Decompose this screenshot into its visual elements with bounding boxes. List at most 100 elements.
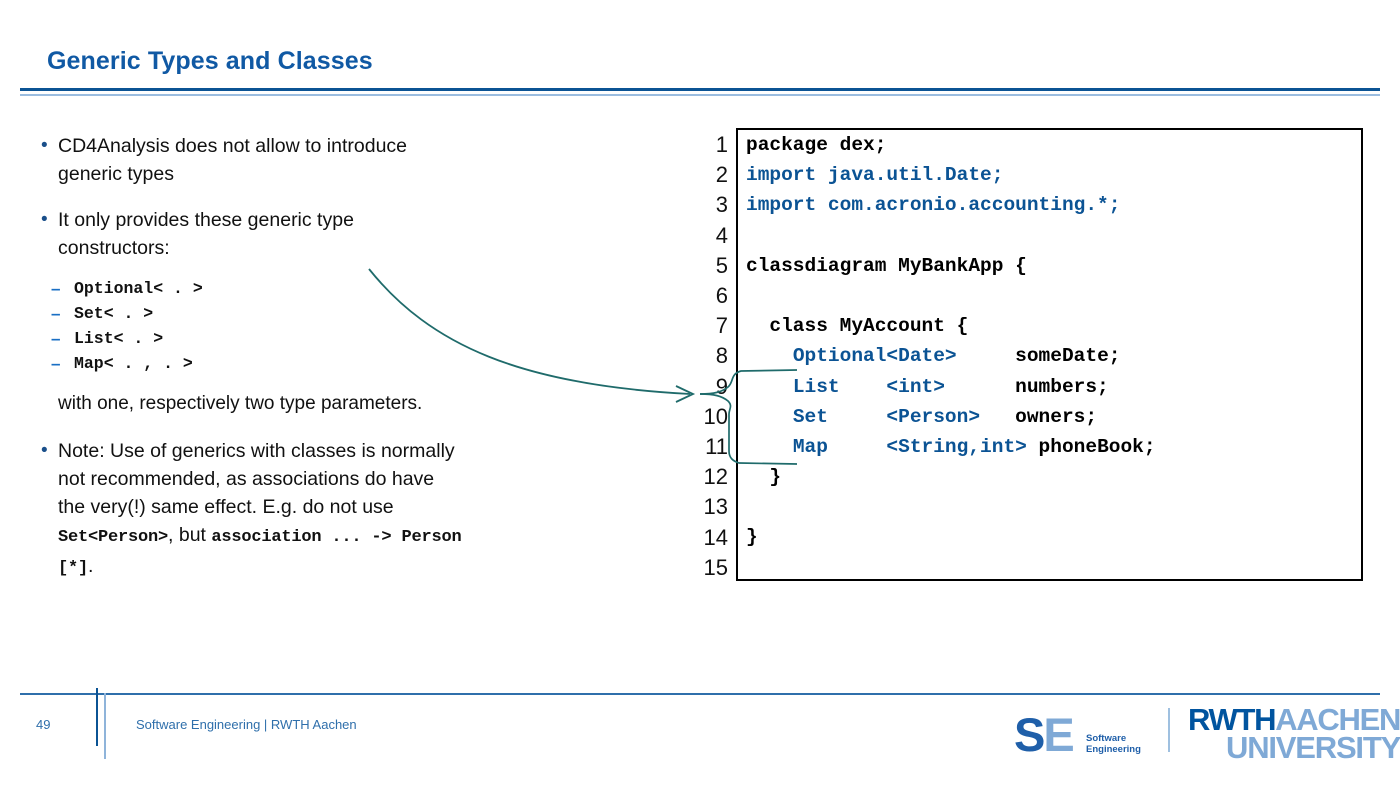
bullet-item-3: • Note: Use of generics with classes is …: [34, 437, 464, 583]
code-line: classdiagram MyBankApp {: [746, 251, 1156, 281]
subitem-code: List< . >: [74, 329, 164, 348]
list-item: – Set< . >: [34, 301, 464, 326]
bullet-3-part1: Note: Use of generics with classes is no…: [58, 440, 455, 518]
se-logo-word-software: Software: [1086, 733, 1127, 744]
rwth-logo-line1: RWTHAACHEN: [1188, 704, 1400, 735]
code-line-number: 9: [715, 373, 728, 399]
code-segment: [746, 436, 793, 458]
subitem-code: Optional< . >: [74, 279, 203, 298]
se-logo-word-engineering: Engineering: [1086, 744, 1141, 755]
list-item: – List< . >: [34, 326, 464, 351]
code-segment: classdiagram MyBankApp {: [746, 254, 1027, 277]
bullet-1-text: CD4Analysis does not allow to introduce …: [58, 135, 408, 185]
bullet-3-part2: , but: [168, 524, 212, 546]
code-line: import java.util.Date;: [746, 160, 1156, 190]
bullet-item-1: • CD4Analysis does not allow to introduc…: [34, 132, 464, 188]
code-segment: [746, 345, 793, 367]
code-segment: phoneBook;: [1026, 435, 1156, 458]
code-segment: }: [746, 466, 782, 489]
code-line-number: 3: [715, 192, 728, 218]
bullet-3-code2: association ... -> Person [*]: [58, 528, 462, 578]
footer-vertical-line-light: [104, 693, 106, 759]
bullet-item-2: • It only provides these generic type co…: [34, 206, 464, 262]
bullet-3-code1: Set<Person>: [58, 528, 169, 547]
rwth-logo: RWTHAACHEN UNIVERSITY: [1188, 704, 1400, 765]
se-logo-e: E: [1043, 708, 1074, 761]
code-line-number: 6: [715, 283, 728, 309]
page-title: Generic Types and Classes: [47, 47, 373, 75]
code-segment: }: [746, 526, 758, 549]
code-line: [746, 553, 1156, 583]
code-line: [746, 492, 1156, 522]
se-logo-mark: SE: [1014, 708, 1075, 761]
se-logo-words: Software Engineering: [1086, 733, 1141, 755]
code-line-number: 13: [703, 494, 728, 520]
title-divider-dark: [20, 88, 1380, 91]
code-segment: class MyAccount {: [746, 315, 969, 338]
code-segment: [746, 406, 793, 428]
code-segment: owners;: [980, 405, 1098, 428]
dash-marker-icon: –: [51, 279, 61, 298]
code-line-number: 4: [715, 222, 728, 248]
code-line: import com.acronio.accounting.*;: [746, 190, 1156, 220]
dash-marker-icon: –: [51, 354, 61, 373]
code-line: package dex;: [746, 130, 1156, 160]
footer-divider: [20, 693, 1380, 695]
content-column-left: • CD4Analysis does not allow to introduc…: [34, 132, 464, 583]
code-line-number: 14: [703, 524, 728, 550]
code-line: Optional<Date> someDate;: [746, 341, 1156, 371]
code-segment: import com.acronio.accounting.*;: [746, 194, 1121, 217]
dash-marker-icon: –: [51, 329, 61, 348]
footer-text: Software Engineering | RWTH Aachen: [136, 717, 357, 732]
code-line-number: 8: [715, 343, 728, 369]
code-line-number: 10: [703, 403, 728, 429]
bullet-marker-icon: •: [41, 440, 48, 461]
subitem-code: Set< . >: [74, 304, 154, 323]
code-line-number: 7: [715, 313, 728, 339]
code-line: [746, 221, 1156, 251]
subitem-list: – Optional< . > – Set< . > – List< . > –…: [34, 276, 464, 376]
code-line: }: [746, 522, 1156, 552]
se-logo-s: S: [1014, 708, 1045, 761]
code-segment: Map <String,int>: [792, 435, 1027, 458]
code-segment: Set <Person>: [792, 405, 981, 428]
code-segment: import java.util.Date;: [746, 164, 1004, 187]
code-segment: package dex;: [746, 134, 887, 156]
code-line: Map <String,int> phoneBook;: [746, 432, 1156, 462]
bullet-2-text: It only provides these generic type cons…: [58, 209, 354, 259]
bullet-marker-icon: •: [41, 135, 48, 156]
dash-marker-icon: –: [51, 304, 61, 323]
code-listing: package dex; import java.util.Date; import…: [746, 130, 1156, 583]
code-segment: Optional<Date>: [792, 345, 957, 368]
code-line-number: 15: [703, 554, 728, 580]
code-segment: List <int>: [792, 375, 945, 398]
rwth-logo-bold: RWTH: [1188, 702, 1277, 737]
code-line: [746, 281, 1156, 311]
code-box-border: [736, 128, 1363, 581]
rwth-logo-aachen: AACHEN: [1275, 702, 1400, 737]
logo-divider: [1168, 708, 1170, 752]
title-divider-light: [20, 94, 1380, 96]
code-line: }: [746, 462, 1156, 492]
code-line-number: 1: [715, 132, 728, 157]
subitem-note: with one, respectively two type paramete…: [58, 393, 423, 414]
bullet-3-part3: .: [88, 555, 94, 577]
code-line-number: 5: [715, 252, 728, 278]
footer-vertical-line-dark: [96, 688, 98, 746]
se-logo: SE Software Engineering: [1014, 708, 1141, 761]
code-segment: someDate;: [956, 345, 1121, 368]
subitem-code: Map< . , . >: [74, 354, 193, 373]
code-segment: [746, 376, 793, 398]
rwth-logo-university: UNIVERSITY: [1226, 730, 1400, 765]
bullet-marker-icon: •: [41, 209, 48, 230]
code-line-number: 11: [705, 434, 728, 460]
code-segment: numbers;: [944, 375, 1109, 398]
code-line: Set <Person> owners;: [746, 402, 1156, 432]
page-number: 49: [36, 717, 51, 732]
list-item: – Map< . , . >: [34, 351, 464, 376]
code-line: class MyAccount {: [746, 311, 1156, 341]
list-item: – Optional< . >: [34, 276, 464, 301]
code-line-number: 2: [715, 162, 728, 188]
